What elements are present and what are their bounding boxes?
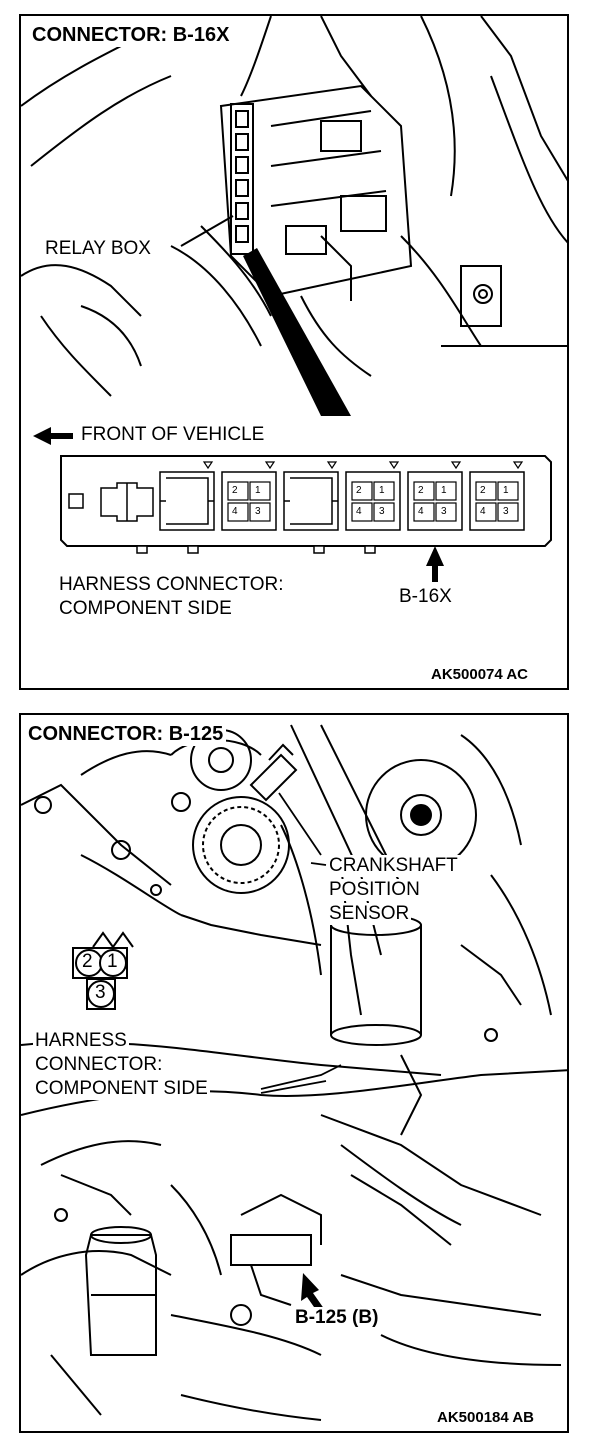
pin-number: 2 <box>480 485 486 496</box>
pin-number: 3 <box>441 506 447 517</box>
pin-number: 2 <box>418 485 424 496</box>
harness-connector-label-line1: HARNESS <box>33 1030 129 1052</box>
harness-connector-label-line3: COMPONENT SIDE <box>33 1078 210 1100</box>
pin-number: 3 <box>503 506 509 517</box>
pin-number: 2 <box>232 485 238 496</box>
b125-callout-arrow-icon <box>301 1273 327 1317</box>
pin-number: 2 <box>356 485 362 496</box>
front-of-vehicle-label: FRONT OF VEHICLE <box>81 424 265 445</box>
front-arrow-icon <box>33 427 73 445</box>
b125-pin-face <box>72 931 134 1010</box>
b16x-callout-label: B-16X <box>399 586 452 607</box>
harness-connector-label-line2: CONNECTOR: <box>33 1054 165 1076</box>
pin-number: 4 <box>418 506 424 517</box>
panel-title: CONNECTOR: B-16X <box>29 24 233 47</box>
panel-title: CONNECTOR: B-125 <box>25 723 227 746</box>
pin-number: 3 <box>255 506 261 517</box>
pin-number: 1 <box>441 485 447 496</box>
pin-number: 4 <box>232 506 238 517</box>
engine-bay-relay-box-illustration <box>21 16 567 582</box>
connector-b16x-panel: CONNECTOR: B-16X RELAY BOX FRONT OF VEHI… <box>19 14 569 690</box>
sensor-label-line1: CRANKSHAFT <box>327 855 460 877</box>
relay-box-label: RELAY BOX <box>43 238 153 260</box>
pin-number: 1 <box>107 951 118 972</box>
pin-number: 1 <box>379 485 385 496</box>
connector-b125-panel: CONNECTOR: B-125 CRANKSHAFT POSITION SEN… <box>19 713 569 1433</box>
figure-code: AK500184 AB <box>437 1409 534 1426</box>
pin-number: 1 <box>503 485 509 496</box>
b125-callout-label: B-125 (B) <box>293 1307 381 1329</box>
pin-number: 4 <box>480 506 486 517</box>
pin-number: 2 <box>82 951 93 972</box>
pin-number: 3 <box>95 982 106 1003</box>
sensor-label-line3: SENSOR <box>327 903 412 925</box>
harness-connector-label-line2: COMPONENT SIDE <box>59 598 232 619</box>
pin-number: 1 <box>255 485 261 496</box>
harness-connector-label-line1: HARNESS CONNECTOR: <box>59 574 284 595</box>
crankshaft-sensor-illustration <box>21 724 567 1421</box>
sensor-label-line2: POSITION <box>327 879 422 901</box>
b16x-callout-arrow-icon <box>426 546 444 582</box>
pin-number: 4 <box>356 506 362 517</box>
pin-number: 3 <box>379 506 385 517</box>
figure-code: AK500074 AC <box>431 666 528 683</box>
